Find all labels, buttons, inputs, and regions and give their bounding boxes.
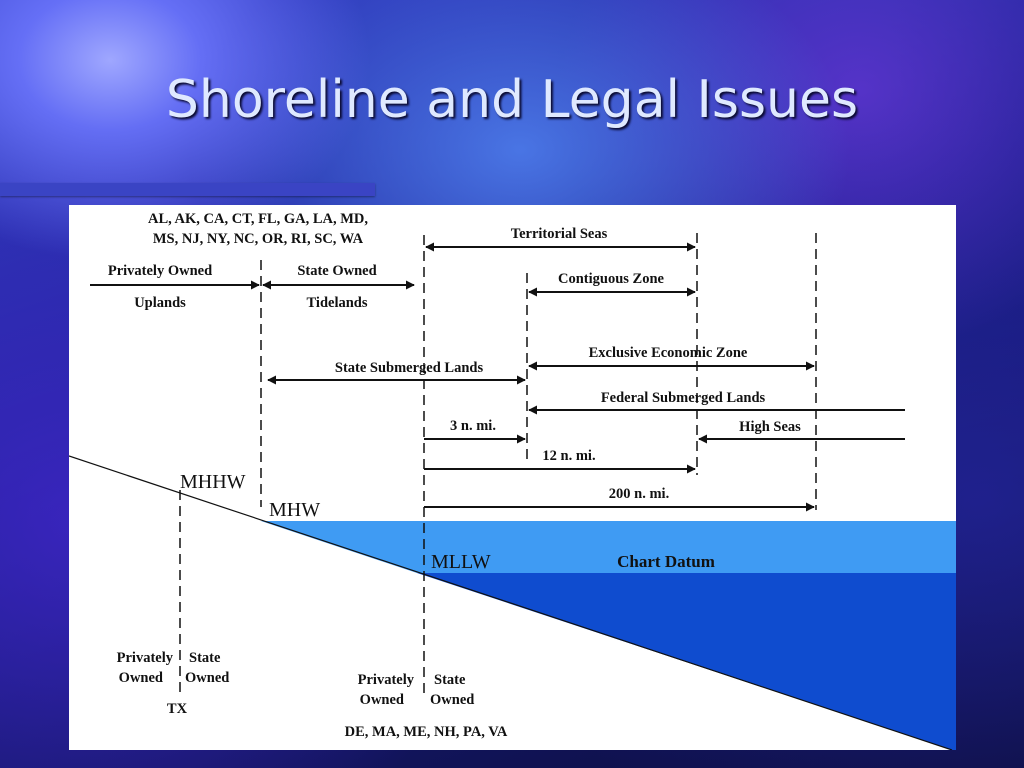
- bottom-states-label: DE, MA, ME, NH, PA, VA: [345, 724, 508, 740]
- state-submerged-label: State Submerged Lands: [335, 360, 484, 376]
- tx-owned2-label: Owned: [185, 670, 229, 686]
- states-top-line1: AL, AK, CA, CT, FL, GA, LA, MD,: [148, 211, 368, 227]
- mhw-label: MHW: [269, 499, 320, 521]
- tx-privately-label: Privately: [117, 650, 174, 666]
- shallow-water-band: [261, 521, 956, 573]
- twelve-nmi-label: 12 n. mi.: [542, 448, 595, 464]
- diagram-canvas: AL, AK, CA, CT, FL, GA, LA, MD, MS, NJ, …: [69, 211, 956, 750]
- tx-label: TX: [167, 701, 188, 717]
- privately-owned-label: Privately Owned: [108, 263, 212, 279]
- slide-title: Shoreline and Legal Issues: [165, 70, 859, 130]
- chart-datum-label: Chart Datum: [617, 552, 715, 571]
- uplands-label: Uplands: [134, 295, 186, 311]
- federal-submerged-label: Federal Submerged Lands: [601, 390, 766, 406]
- tx-state-label: State: [189, 650, 221, 666]
- title-underline: [0, 183, 375, 196]
- states-top-line2: MS, NJ, NY, NC, OR, RI, SC, WA: [153, 231, 364, 247]
- territorial-seas-label: Territorial Seas: [511, 226, 608, 242]
- high-seas-label: High Seas: [739, 419, 801, 435]
- tx-owned1-label: Owned: [119, 670, 163, 686]
- bottom-owned2-label: Owned: [430, 692, 474, 708]
- tidelands-label: Tidelands: [307, 295, 368, 311]
- two-hundred-nmi-label: 200 n. mi.: [609, 486, 669, 502]
- eez-label: Exclusive Economic Zone: [589, 345, 748, 361]
- bottom-state-label: State: [434, 672, 466, 688]
- bottom-owned1-label: Owned: [360, 692, 404, 708]
- shoreline-profile-line: [69, 455, 953, 750]
- contiguous-zone-label: Contiguous Zone: [558, 271, 665, 287]
- shoreline-diagram: AL, AK, CA, CT, FL, GA, LA, MD, MS, NJ, …: [69, 205, 956, 750]
- mllw-label: MLLW: [431, 551, 491, 573]
- mhhw-label: MHHW: [180, 471, 246, 493]
- three-nmi-label: 3 n. mi.: [450, 418, 496, 434]
- bottom-privately-label: Privately: [358, 672, 415, 688]
- state-owned-label: State Owned: [297, 263, 376, 279]
